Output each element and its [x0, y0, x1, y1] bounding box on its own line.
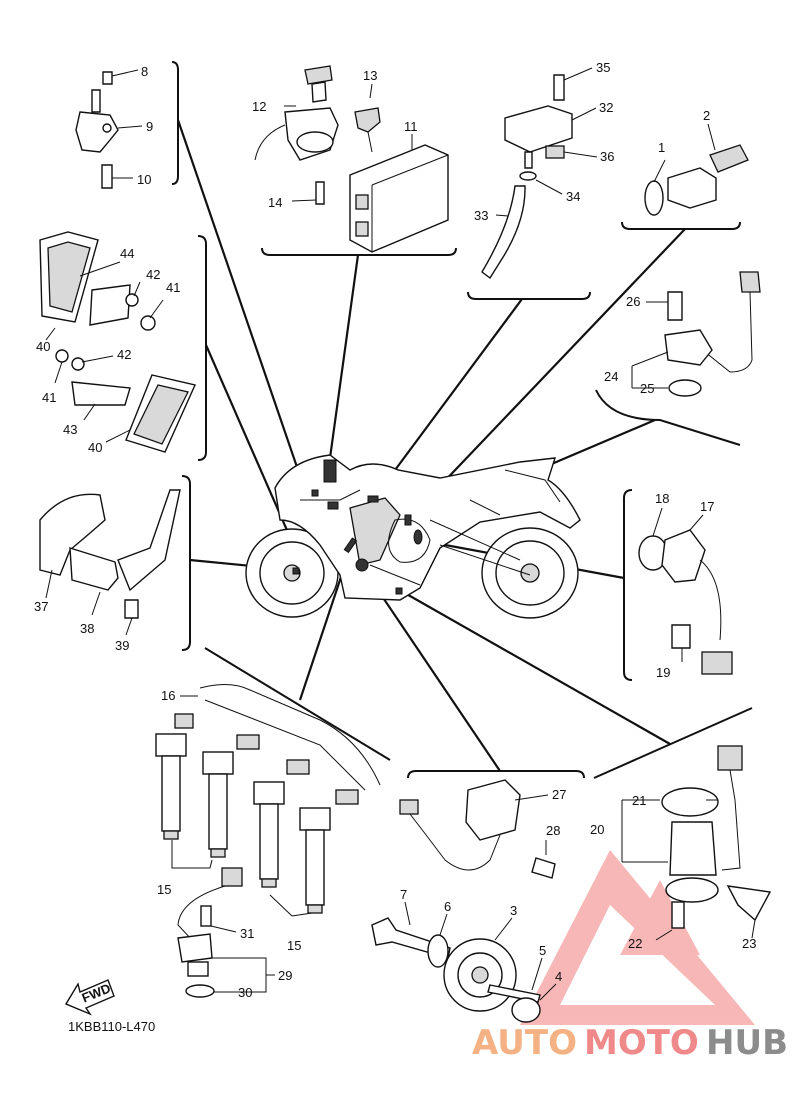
- ecu-unit-icon: [349, 134, 449, 253]
- callout-22: 22: [628, 936, 642, 951]
- callout-1: 1: [658, 140, 665, 155]
- callout-14: 14: [268, 195, 282, 210]
- callout-6: 6: [444, 899, 451, 914]
- ignition-switch-icon: [254, 65, 381, 205]
- callout-42a: 42: [146, 267, 160, 282]
- callout-40a: 40: [36, 339, 50, 354]
- callout-37: 37: [34, 599, 48, 614]
- callout-15a: 15: [157, 882, 171, 897]
- callout-5: 5: [539, 943, 546, 958]
- diagram-code: 1KBB110-L470: [68, 1019, 155, 1034]
- callout-27: 27: [552, 787, 566, 802]
- oil-pressure-switch-icon: [177, 867, 275, 998]
- watermark-logo-icon: [520, 850, 755, 1025]
- callout-36: 36: [600, 149, 614, 164]
- callout-41b: 41: [42, 390, 56, 405]
- callout-30: 30: [238, 985, 252, 1000]
- callout-15b: 15: [287, 938, 301, 953]
- watermark-hub: HUB: [706, 1023, 788, 1063]
- coil-2-icon: [202, 734, 260, 858]
- callout-31: 31: [240, 926, 254, 941]
- watermark: AUTO MOTO HUB: [472, 1023, 788, 1063]
- callout-25: 25: [640, 381, 654, 396]
- speed-sensor-bracket-icon: [39, 489, 181, 636]
- callout-38: 38: [80, 621, 94, 636]
- callout-34: 34: [566, 189, 580, 204]
- coil-1-icon: [155, 713, 194, 840]
- callout-42b: 42: [117, 347, 131, 362]
- callout-11: 11: [404, 119, 418, 134]
- callout-43: 43: [63, 422, 77, 437]
- gear-position-sensor-icon: [399, 779, 556, 879]
- callout-16: 16: [161, 688, 175, 703]
- callout-2: 2: [703, 108, 710, 123]
- coil-3-icon: [253, 759, 310, 888]
- callout-3: 3: [510, 903, 517, 918]
- callout-28: 28: [546, 823, 560, 838]
- callout-33: 33: [474, 208, 488, 223]
- watermark-moto: MOTO: [584, 1023, 699, 1063]
- callout-labels: 8 9 10 12 13 11 14 35 32 36 34 33 2 1 26…: [34, 60, 756, 1000]
- callout-41a: 41: [166, 280, 180, 295]
- callout-26: 26: [626, 294, 640, 309]
- forward-arrow-icon: [64, 979, 115, 1016]
- callout-17: 17: [700, 499, 714, 514]
- callout-18: 18: [655, 491, 669, 506]
- callout-40b: 40: [88, 440, 102, 455]
- callout-9: 9: [146, 119, 153, 134]
- callout-39: 39: [115, 638, 129, 653]
- sensor-8-10-icon: [75, 69, 143, 189]
- callout-21: 21: [632, 793, 646, 808]
- sprocket-assembly-icon: [371, 901, 557, 1023]
- group-brackets: [171, 61, 753, 779]
- callout-35: 35: [596, 60, 610, 75]
- temperature-sensor-icon: [644, 123, 749, 216]
- callout-7: 7: [400, 887, 407, 902]
- crank-sensor-icon: [631, 271, 761, 397]
- callout-29: 29: [278, 968, 292, 983]
- callout-4: 4: [555, 969, 562, 984]
- neutral-switch-icon: [638, 507, 733, 675]
- callout-23: 23: [742, 936, 756, 951]
- motorcycle-icon: [245, 454, 581, 619]
- callout-13: 13: [363, 68, 377, 83]
- callout-19: 19: [656, 665, 670, 680]
- coil-4-icon: [299, 789, 359, 914]
- map-sensor-icon: [481, 67, 598, 280]
- callout-8: 8: [141, 64, 148, 79]
- callout-44: 44: [120, 246, 134, 261]
- callout-20: 20: [590, 822, 604, 837]
- ignition-coils-icon: [155, 684, 381, 917]
- fuel-pump-icon: [621, 745, 772, 941]
- callout-32: 32: [599, 100, 613, 115]
- reflector-assembly-icon: [39, 231, 196, 453]
- watermark-auto: AUTO: [472, 1023, 577, 1063]
- callout-12: 12: [252, 99, 266, 114]
- callout-10: 10: [137, 172, 151, 187]
- callout-24: 24: [604, 369, 618, 384]
